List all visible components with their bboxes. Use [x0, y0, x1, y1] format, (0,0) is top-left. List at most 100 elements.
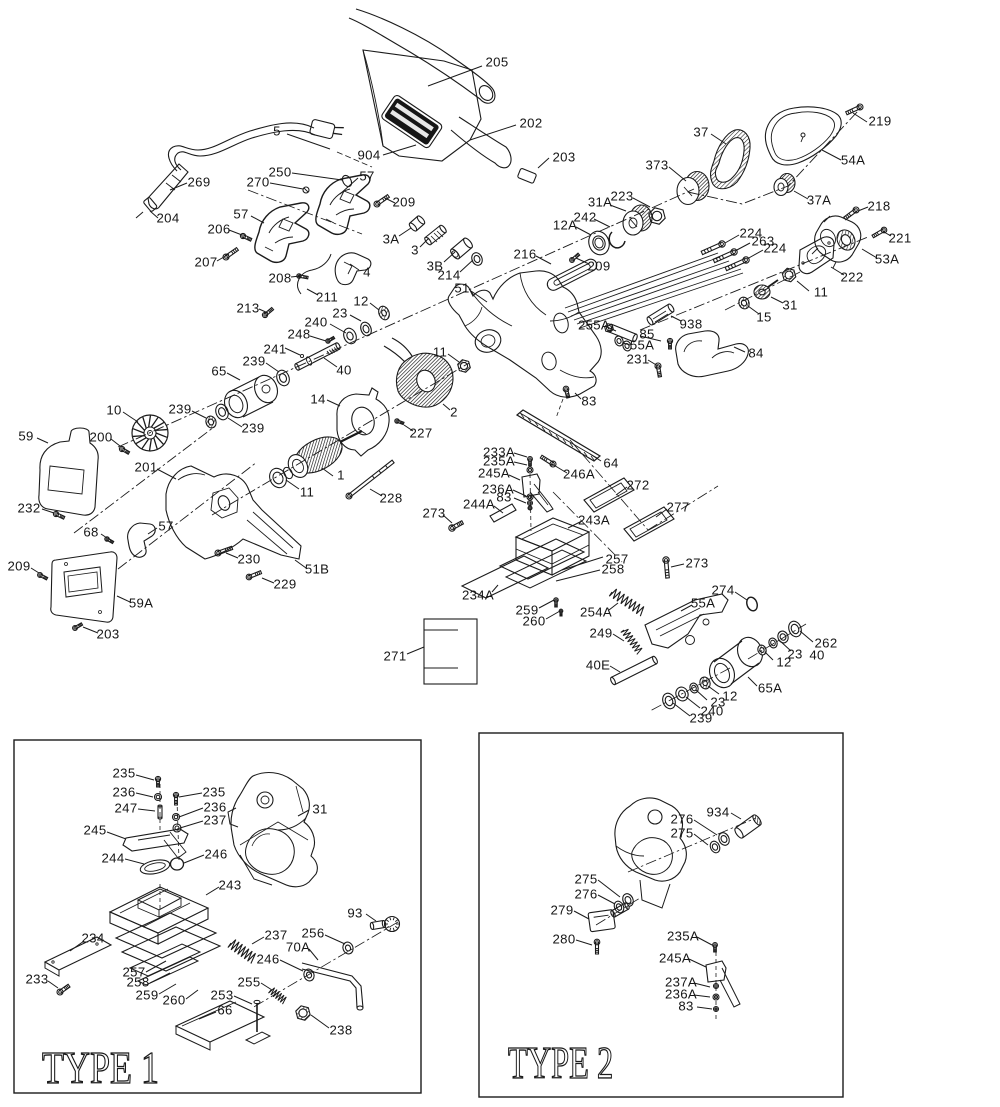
- svg-text:243A: 243A: [578, 513, 610, 528]
- svg-text:248: 248: [288, 327, 311, 342]
- svg-text:228: 228: [380, 491, 403, 506]
- svg-text:57: 57: [359, 169, 374, 184]
- svg-text:236: 236: [113, 785, 136, 800]
- svg-text:12: 12: [722, 689, 737, 704]
- svg-text:904: 904: [358, 148, 381, 163]
- svg-text:223: 223: [611, 189, 634, 204]
- svg-text:232: 232: [18, 501, 41, 516]
- svg-text:234A: 234A: [462, 588, 494, 603]
- svg-text:246: 246: [257, 952, 280, 967]
- svg-text:15: 15: [756, 310, 771, 325]
- svg-text:23: 23: [787, 647, 802, 662]
- svg-text:204: 204: [157, 211, 180, 226]
- svg-text:273: 273: [686, 556, 709, 571]
- svg-text:259: 259: [136, 988, 159, 1003]
- svg-text:11: 11: [814, 285, 828, 300]
- svg-text:209: 209: [588, 259, 611, 274]
- svg-text:208: 208: [269, 271, 292, 286]
- svg-text:12: 12: [776, 655, 791, 670]
- svg-text:231: 231: [627, 352, 650, 367]
- svg-text:280: 280: [553, 932, 576, 947]
- svg-text:11: 11: [433, 345, 447, 360]
- svg-text:14: 14: [310, 392, 325, 407]
- svg-text:249: 249: [590, 626, 613, 641]
- svg-text:10: 10: [106, 403, 121, 418]
- svg-text:240: 240: [305, 315, 328, 330]
- svg-text:233A: 233A: [483, 445, 515, 460]
- svg-text:83: 83: [496, 490, 511, 505]
- svg-text:273: 273: [423, 506, 446, 521]
- svg-text:257: 257: [123, 965, 146, 980]
- svg-text:260: 260: [523, 614, 546, 629]
- svg-text:263: 263: [752, 234, 775, 249]
- svg-text:12A: 12A: [553, 218, 577, 233]
- svg-text:214: 214: [438, 268, 461, 283]
- svg-text:246A: 246A: [563, 467, 595, 482]
- svg-text:55A: 55A: [691, 596, 715, 611]
- svg-text:247: 247: [115, 801, 138, 816]
- svg-text:TYPE 2: TYPE 2: [508, 1039, 613, 1088]
- svg-text:245A: 245A: [478, 466, 510, 481]
- svg-text:83: 83: [581, 394, 596, 409]
- svg-text:257: 257: [606, 552, 629, 567]
- svg-text:259: 259: [516, 603, 539, 618]
- svg-text:253: 253: [211, 988, 234, 1003]
- svg-text:31: 31: [312, 802, 327, 817]
- svg-text:218: 218: [868, 199, 891, 214]
- svg-text:202: 202: [520, 116, 543, 131]
- svg-text:54A: 54A: [841, 153, 865, 168]
- svg-text:277: 277: [667, 500, 690, 515]
- svg-text:938: 938: [680, 317, 703, 332]
- svg-text:55A: 55A: [630, 338, 654, 353]
- svg-text:37A: 37A: [807, 193, 831, 208]
- svg-text:279: 279: [551, 903, 574, 918]
- svg-text:246: 246: [205, 847, 228, 862]
- svg-text:3B: 3B: [427, 259, 444, 274]
- svg-text:3A: 3A: [383, 232, 400, 247]
- svg-text:235A: 235A: [483, 454, 515, 469]
- svg-text:2: 2: [450, 405, 458, 420]
- svg-text:68: 68: [83, 525, 98, 540]
- svg-text:224: 224: [740, 226, 763, 241]
- svg-text:255A: 255A: [578, 318, 610, 333]
- svg-text:258: 258: [127, 975, 150, 990]
- svg-text:31A: 31A: [588, 195, 612, 210]
- svg-text:209: 209: [393, 195, 416, 210]
- svg-text:31: 31: [782, 298, 797, 313]
- svg-text:271: 271: [384, 649, 407, 664]
- svg-text:206: 206: [208, 222, 231, 237]
- svg-text:40: 40: [809, 648, 824, 663]
- svg-text:224: 224: [764, 241, 787, 256]
- svg-text:237: 237: [265, 928, 288, 943]
- svg-text:230: 230: [238, 552, 261, 567]
- svg-text:274: 274: [712, 583, 735, 598]
- svg-text:11: 11: [300, 485, 314, 500]
- svg-text:275: 275: [671, 826, 694, 841]
- svg-text:23: 23: [710, 695, 725, 710]
- svg-text:236A: 236A: [482, 482, 514, 497]
- svg-text:373: 373: [646, 158, 669, 173]
- svg-text:70A: 70A: [286, 940, 310, 955]
- svg-text:262: 262: [815, 636, 838, 651]
- svg-text:229: 229: [274, 577, 297, 592]
- svg-text:221: 221: [889, 231, 912, 246]
- svg-text:40E: 40E: [586, 658, 610, 673]
- svg-text:57: 57: [233, 207, 248, 222]
- svg-text:241: 241: [264, 342, 287, 357]
- svg-text:238: 238: [330, 1023, 353, 1038]
- svg-text:TYPE 1: TYPE 1: [42, 1043, 159, 1093]
- svg-text:239: 239: [690, 711, 713, 726]
- svg-text:65: 65: [211, 364, 226, 379]
- svg-text:255: 255: [238, 975, 261, 990]
- svg-text:240: 240: [701, 704, 724, 719]
- svg-text:12: 12: [353, 294, 368, 309]
- svg-text:239: 239: [242, 421, 265, 436]
- svg-text:250: 250: [269, 165, 292, 180]
- svg-text:84: 84: [748, 346, 763, 361]
- svg-text:258: 258: [602, 562, 625, 577]
- svg-text:237: 237: [204, 813, 227, 828]
- svg-text:244: 244: [102, 851, 125, 866]
- svg-text:1: 1: [337, 468, 345, 483]
- svg-text:59A: 59A: [129, 596, 153, 611]
- svg-text:233: 233: [26, 972, 49, 987]
